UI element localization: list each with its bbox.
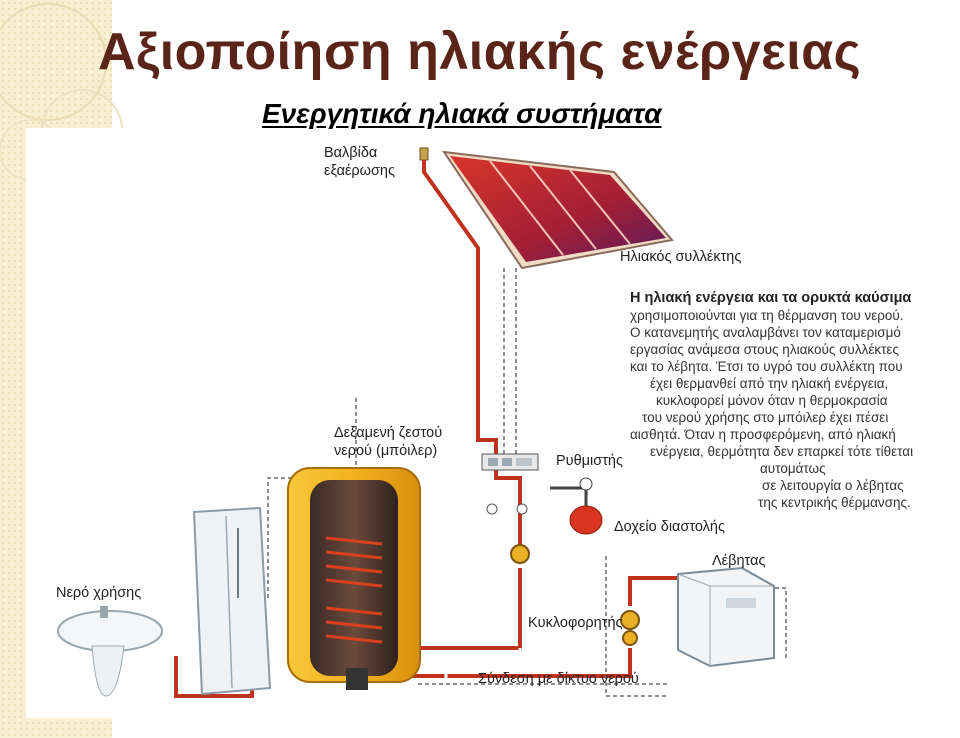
description-line: εργασίας ανάμεσα στους ηλιακούς συλλέκτε… [630, 342, 899, 357]
wash-basin [57, 606, 163, 697]
collector-panel [450, 156, 666, 262]
faucet-icon [100, 606, 108, 618]
label-expansion-tank: Δοχείο διαστολής [614, 519, 725, 535]
label-network-connection: Σύνδεση με δίκτυο νερού [478, 671, 639, 687]
basin-top [57, 610, 163, 652]
pipe-outline [605, 556, 668, 697]
vent-valve [419, 147, 429, 161]
description-line: σε λειτουργία ο λέβητας [762, 478, 904, 493]
label-controller: Ρυθμιστής [556, 453, 623, 469]
solar-collector [441, 150, 674, 270]
description-line: χρησιμοποιούνται για τη θέρμανση του νερ… [630, 308, 904, 323]
label-usage-water: Νερό χρήσης [56, 585, 142, 601]
label-hot-water-tank: Δεξαμενή ζεστού νερού (μπόιλερ) [334, 424, 442, 460]
slide-title: Αξιοποίηση ηλιακής ενέργειας [98, 23, 862, 81]
label-vent-valve-line2: εξαέρωσης [324, 163, 395, 179]
description-line: αισθητά. Όταν η προσφερόμενη, από ηλιακή [630, 427, 896, 442]
description-block: Η ηλιακή ενέργεια και τα ορυκτά καύσιμα … [630, 289, 960, 511]
label-solar-collector: Ηλιακός συλλέκτης [620, 249, 742, 265]
description-line: και το λέβητα. Έτσι το υγρό του συλλέκτη… [630, 359, 903, 374]
description-line: Ο κατανεμητής αναλαμβάνει τον καταμερισμ… [630, 325, 901, 340]
pump-icon [622, 630, 638, 646]
panel-divider [489, 160, 564, 256]
gauge-icon [516, 503, 528, 515]
label-circulator: Κυκλοφορητής [528, 615, 623, 631]
slide-subtitle: Ενεργητικά ηλιακά συστήματα [262, 98, 662, 129]
label-vent-valve: Βαλβίδα εξαέρωσης [324, 144, 395, 180]
expansion-tank-body [569, 505, 603, 535]
description-line: του νερού χρήσης στο μπόιλερ έχει πέσει [642, 410, 889, 425]
tank-inner [310, 480, 398, 676]
pipe-outline [267, 477, 294, 598]
boiler-unit [677, 566, 775, 668]
pump-icon [620, 610, 640, 630]
pipe-network [444, 648, 522, 708]
controller-display [488, 458, 498, 466]
shower-cabin [192, 506, 272, 696]
tank-stand [346, 668, 368, 690]
boiler-edge [677, 573, 711, 587]
diagram-panel: Βαλβίδα εξαέρωσης Ηλιακός συλλέκτης Δεξα… [26, 128, 948, 718]
shower-walls [192, 506, 272, 696]
controller-display [516, 458, 532, 466]
description-line: κυκλοφορεί μόνον όταν η θερμοκρασία [656, 393, 888, 408]
boiler-body [677, 566, 775, 668]
expansion-tank [550, 477, 603, 535]
label-boiler: Λέβητας [712, 553, 766, 569]
basin-pedestal [91, 645, 125, 697]
controller-display [502, 458, 512, 466]
solar-system-diagram [57, 147, 787, 708]
cold-pipes [444, 268, 522, 708]
pipe-outline [726, 587, 787, 658]
description-line: έχει θερμανθεί από την ηλιακή ενέργεια, [650, 376, 889, 391]
panel-divider [569, 169, 631, 245]
label-hot-water-tank-line1: Δεξαμενή ζεστού [334, 425, 443, 441]
description-line: της κεντρικής θέρμανσης. [758, 495, 911, 510]
circulator-pump-lower [620, 610, 640, 646]
description-line: ενέργεια, θερμότητα δεν επαρκεί τότε τίθ… [650, 444, 914, 459]
gauge-icon [579, 477, 593, 491]
circulator-pump-upper [510, 544, 530, 564]
pipe-outlines [267, 268, 787, 697]
shower-edge [225, 515, 233, 689]
heating-coil [325, 536, 383, 644]
controller [481, 453, 539, 515]
pump-icon [510, 544, 530, 564]
decorative-circle [0, 3, 107, 121]
boiler-panel [726, 598, 756, 608]
description-heading: Η ηλιακή ενέργεια και τα ορυκτά καύσιμα [630, 290, 912, 306]
gauge-icon [486, 503, 498, 515]
hot-water-tank [287, 467, 421, 690]
label-hot-water-tank-line2: νερού (μπόιλερ) [334, 443, 438, 459]
pipe-to-tank-coil [408, 488, 522, 650]
vent-valve-body [419, 147, 429, 161]
label-vent-valve-line1: Βαλβίδα [324, 145, 378, 161]
panel-divider [529, 165, 597, 250]
pipe-boiler-return [406, 648, 632, 678]
description-line: αυτομάτως [760, 461, 826, 476]
